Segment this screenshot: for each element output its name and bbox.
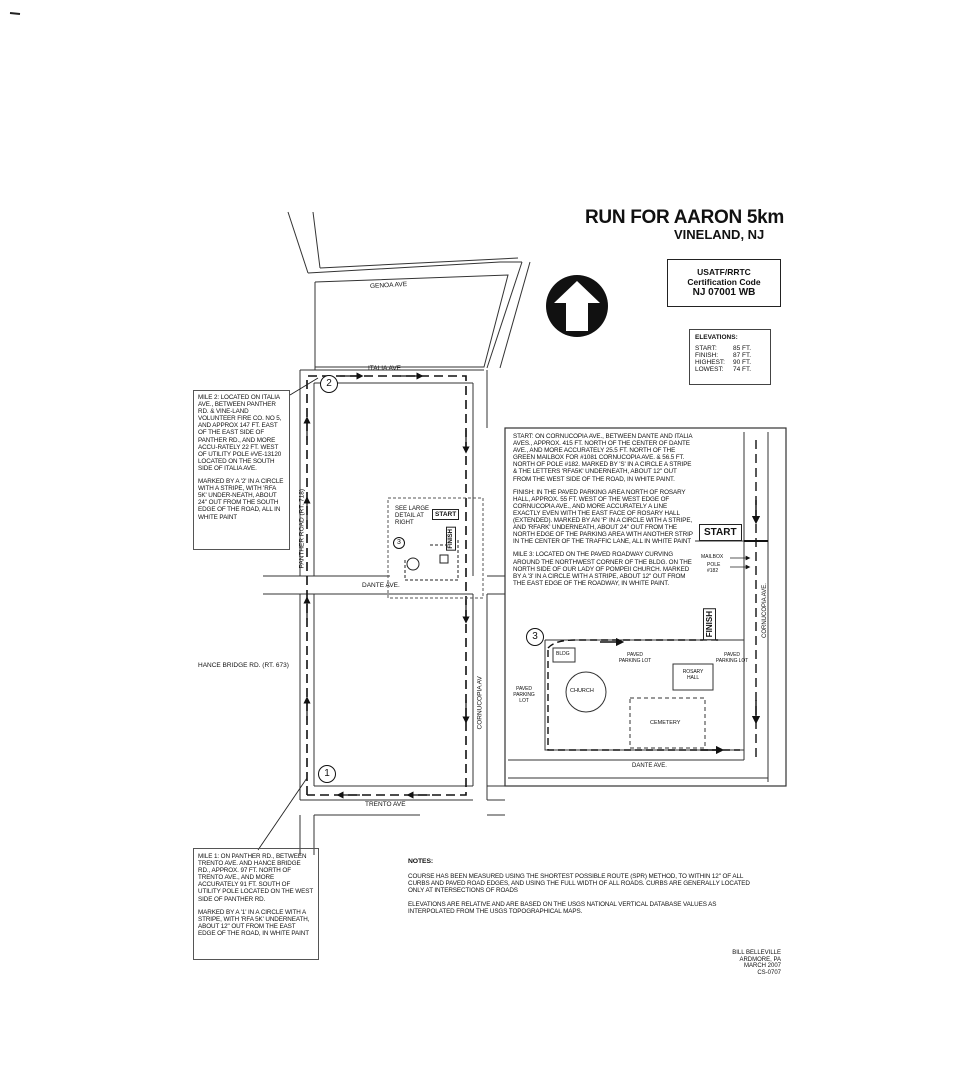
inset-description: START: ON CORNUCOPIA AVE., BETWEEN DANTE… — [513, 433, 696, 593]
author-block: BILL BELLEVILLE ARDMORE, PA MARCH 2007 C… — [715, 950, 781, 976]
mile-marker-1-label: 1 — [324, 768, 330, 779]
finish-label-inset: FINISH — [703, 608, 716, 641]
pole-label: POLE #182 — [707, 562, 721, 574]
author-city: ARDMORE, PA — [739, 956, 781, 963]
route-arrows — [303, 372, 470, 799]
author-date: MARCH 2007 — [743, 963, 781, 970]
cert-line2: Certification Code — [687, 277, 761, 287]
mile-marker-2-label: 2 — [326, 378, 332, 389]
mile-marker-3: 3 — [526, 628, 544, 646]
paved-parking-lot-center: PAVED PARKING LOT — [618, 652, 652, 664]
inset-cornucopia-label: CORNUCOPIA AVE. — [762, 583, 768, 638]
paved-parking-lot-left: PAVED PARKING LOT — [513, 686, 535, 704]
finish-description: FINISH: IN THE PAVED PARKING AREA NORTH … — [513, 488, 693, 546]
mile1-note-location: MILE 1: ON PANTHER RD., BETWEEN TRENTO A… — [198, 853, 313, 903]
notes-elevations: ELEVATIONS ARE RELATIVE AND ARE BASED ON… — [408, 901, 717, 916]
north-arrow-icon — [546, 275, 608, 337]
elevations-box: ELEVATIONS: START:85 FT. FINISH:87 FT. H… — [689, 329, 771, 385]
finish-label-small: FINISH — [446, 527, 456, 551]
street-label-trento: TRENTO AVE — [365, 801, 406, 808]
paved-parking-lot-right: PAVED PARKING LOT — [715, 652, 749, 664]
cemetery-label: CEMETERY — [650, 720, 681, 726]
mile2-note-marking: MARKED BY A '2' IN A CIRCLE WITH A STRIP… — [198, 478, 284, 521]
street-label-cornucopia: CORNUCOPIA AV — [476, 676, 484, 730]
mile-marker-3-small: 3 — [393, 537, 405, 549]
author-code: CS-0707 — [757, 969, 781, 976]
map-title: RUN FOR AARON 5km — [585, 207, 784, 228]
notes-heading: NOTES: — [408, 858, 434, 865]
certification-box: USATF/RRTC Certification Code NJ 07001 W… — [667, 259, 781, 307]
map-subtitle: VINELAND, NJ — [674, 227, 765, 242]
mailbox-label: MAILBOX — [701, 554, 724, 560]
street-label-dante: DANTE AVE. — [362, 582, 400, 589]
elevation-row: FINISH:87 FT. — [695, 351, 752, 359]
start-description: START: ON CORNUCOPIA AVE., BETWEEN DANTE… — [513, 433, 693, 483]
mile2-note: MILE 2: LOCATED ON ITALIA AVE., BETWEEN … — [193, 390, 290, 550]
see-detail-label: SEE LARGE DETAIL AT RIGHT — [395, 506, 430, 526]
cert-line1: USATF/RRTC — [697, 267, 751, 277]
mile1-note-marking: MARKED BY A '1' IN A CIRCLE WITH A STRIP… — [198, 908, 310, 937]
mile1-note: MILE 1: ON PANTHER RD., BETWEEN TRENTO A… — [193, 848, 319, 960]
inset-dante-label: DANTE AVE. — [632, 763, 667, 769]
street-label-hance: HANCE BRIDGE RD. (RT. 673) — [198, 662, 289, 669]
street-label-panther: PANTHER ROAD (RT. 718) — [298, 488, 306, 569]
mile3-description: MILE 3: LOCATED ON THE PAVED ROADWAY CUR… — [513, 551, 692, 587]
church-label: CHURCH — [570, 688, 594, 694]
elevation-row: HIGHEST:90 FT. — [695, 358, 752, 366]
elevations-heading: ELEVATIONS: — [695, 334, 738, 341]
detail-box — [387, 497, 484, 599]
rosary-hall-label: ROSARY HALL — [682, 669, 704, 681]
mile-marker-1: 1 — [318, 765, 336, 783]
mile-marker-2: 2 — [320, 375, 338, 393]
mile-marker-3-label: 3 — [532, 631, 538, 642]
bldg-label: BLDG — [556, 651, 570, 657]
elevations-table: START:85 FT. FINISH:87 FT. HIGHEST:90 FT… — [695, 345, 759, 373]
elevation-row: START:85 FT. — [695, 344, 752, 352]
course-notes: NOTES: COURSE HAS BEEN MEASURED USING TH… — [408, 858, 753, 923]
inset-border — [504, 427, 787, 787]
cert-line3: NJ 07001 WB — [692, 287, 756, 298]
mile2-note-location: MILE 2: LOCATED ON ITALIA AVE., BETWEEN … — [198, 394, 282, 472]
start-label-small: START — [432, 509, 460, 520]
mile-marker-3-small-label: 3 — [397, 539, 401, 546]
elevation-row: LOWEST:74 FT. — [695, 365, 752, 373]
start-label-inset: START — [699, 524, 742, 541]
author-name: BILL BELLEVILLE — [732, 950, 781, 956]
notes-measurement: COURSE HAS BEEN MEASURED USING THE SHORT… — [408, 873, 750, 895]
street-label-italia: ITALIA AVE — [368, 365, 401, 372]
